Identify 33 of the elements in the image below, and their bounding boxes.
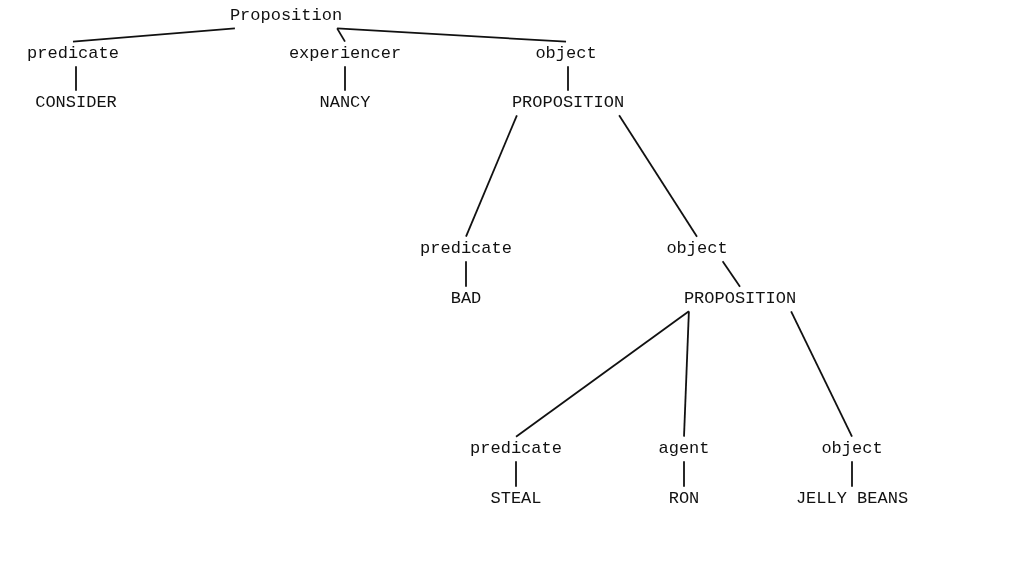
node-label: Proposition <box>228 4 344 28</box>
tree-branch-line <box>515 460 517 488</box>
tree-branch-line <box>336 27 346 43</box>
node-label: NANCY <box>318 91 372 115</box>
node-label: JELLY BEANS <box>794 487 910 511</box>
node-label: object <box>665 237 729 261</box>
tree-branch-line <box>683 310 690 438</box>
node-label: predicate <box>26 42 120 66</box>
node-label: STEAL <box>489 487 543 511</box>
node-label: object <box>534 42 598 66</box>
tree-branch-line <box>344 65 346 92</box>
tree-branch-line <box>75 65 77 92</box>
tree-branch-line <box>790 310 853 438</box>
node-label: CONSIDER <box>34 91 118 115</box>
node-label: experiencer <box>287 42 403 66</box>
node-label: predicate <box>419 237 513 261</box>
tree-branch-line <box>618 114 698 238</box>
tree-branch-line <box>567 65 569 92</box>
node-label: predicate <box>469 437 563 461</box>
tree-branch-line <box>851 460 853 488</box>
node-label: object <box>820 437 884 461</box>
node-label: agent <box>657 437 711 461</box>
node-label: BAD <box>449 287 483 311</box>
node-label: PROPOSITION <box>510 91 626 115</box>
tree-branch-line <box>72 27 236 43</box>
tree-branch-line <box>515 310 690 438</box>
tree-branch-line <box>336 27 567 43</box>
node-label: RON <box>667 487 701 511</box>
node-label: PROPOSITION <box>682 287 798 311</box>
tree-branch-line <box>721 260 741 288</box>
tree-branch-line <box>465 114 518 238</box>
tree-branch-line <box>683 460 685 488</box>
tree-branch-line <box>465 260 467 288</box>
